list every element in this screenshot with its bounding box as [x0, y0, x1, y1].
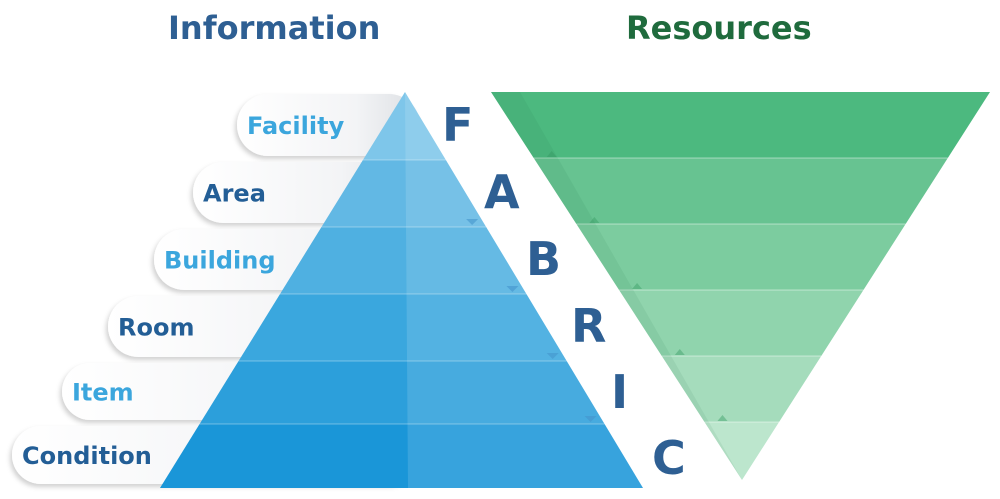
level-label: Item [72, 379, 134, 407]
resources-heading: Resources [626, 9, 812, 47]
level-label: Facility [247, 112, 345, 140]
information-heading: Information [168, 9, 381, 47]
acronym-letter-b: B [526, 232, 561, 286]
level-label: Condition [22, 442, 152, 470]
pyramid-band [362, 92, 446, 160]
acronym-letter-f: F [442, 98, 473, 152]
pyramid-band [238, 294, 567, 361]
level-label: Building [164, 247, 276, 275]
level-label: Area [203, 180, 266, 208]
acronym-letter-a: A [484, 165, 520, 219]
pyramid-band [199, 361, 605, 424]
level-tab-facility: Facility [237, 94, 420, 156]
acronym-letter-r: R [571, 299, 606, 353]
funnel-band [619, 290, 864, 356]
funnel-band [704, 422, 780, 480]
information-pyramid [160, 92, 643, 488]
pyramid-band [160, 424, 643, 488]
funnel-band [661, 356, 822, 422]
resources-funnel [491, 92, 990, 480]
funnel-band [491, 92, 990, 158]
funnel-band [533, 158, 948, 224]
pyramid-band [280, 227, 527, 294]
funnel-band [576, 224, 906, 290]
pyramid-band [321, 160, 487, 227]
acronym-letter-c: C [652, 431, 686, 485]
acronym-letter-i: I [611, 365, 628, 419]
level-label: Room [118, 314, 194, 342]
